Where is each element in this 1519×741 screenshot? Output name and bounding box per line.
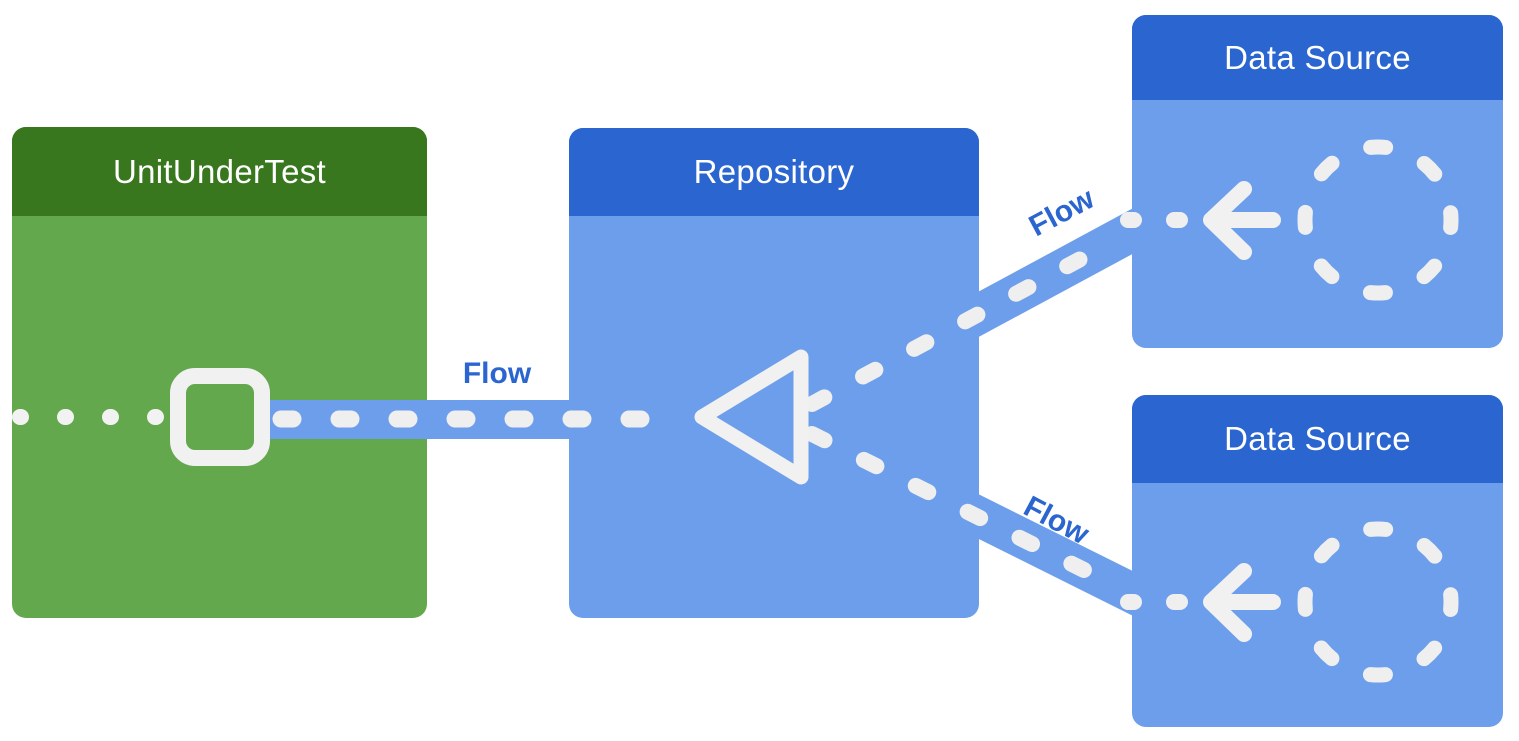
- unit-under-test-box: UnitUnderTest: [12, 127, 427, 618]
- flow-label-top: Flow: [1023, 181, 1100, 244]
- flow-label-main: Flow: [462, 357, 532, 390]
- repository-header: Repository: [569, 128, 979, 216]
- data-source-top-box: Data Source: [1132, 15, 1503, 348]
- repository-title: Repository: [693, 153, 855, 190]
- unit-under-test-title: UnitUnderTest: [113, 152, 326, 190]
- repository-box: Repository: [569, 128, 979, 618]
- data-source-bottom-box: Data Source: [1132, 395, 1503, 727]
- data-source-bottom-title: Data Source: [1224, 420, 1411, 457]
- flow-label-bottom: Flow: [1018, 489, 1095, 552]
- data-source-top-header: Data Source: [1132, 15, 1503, 100]
- data-source-top-title: Data Source: [1224, 38, 1411, 76]
- unit-under-test-header: UnitUnderTest: [12, 127, 427, 216]
- data-source-bottom-header: Data Source: [1132, 395, 1503, 483]
